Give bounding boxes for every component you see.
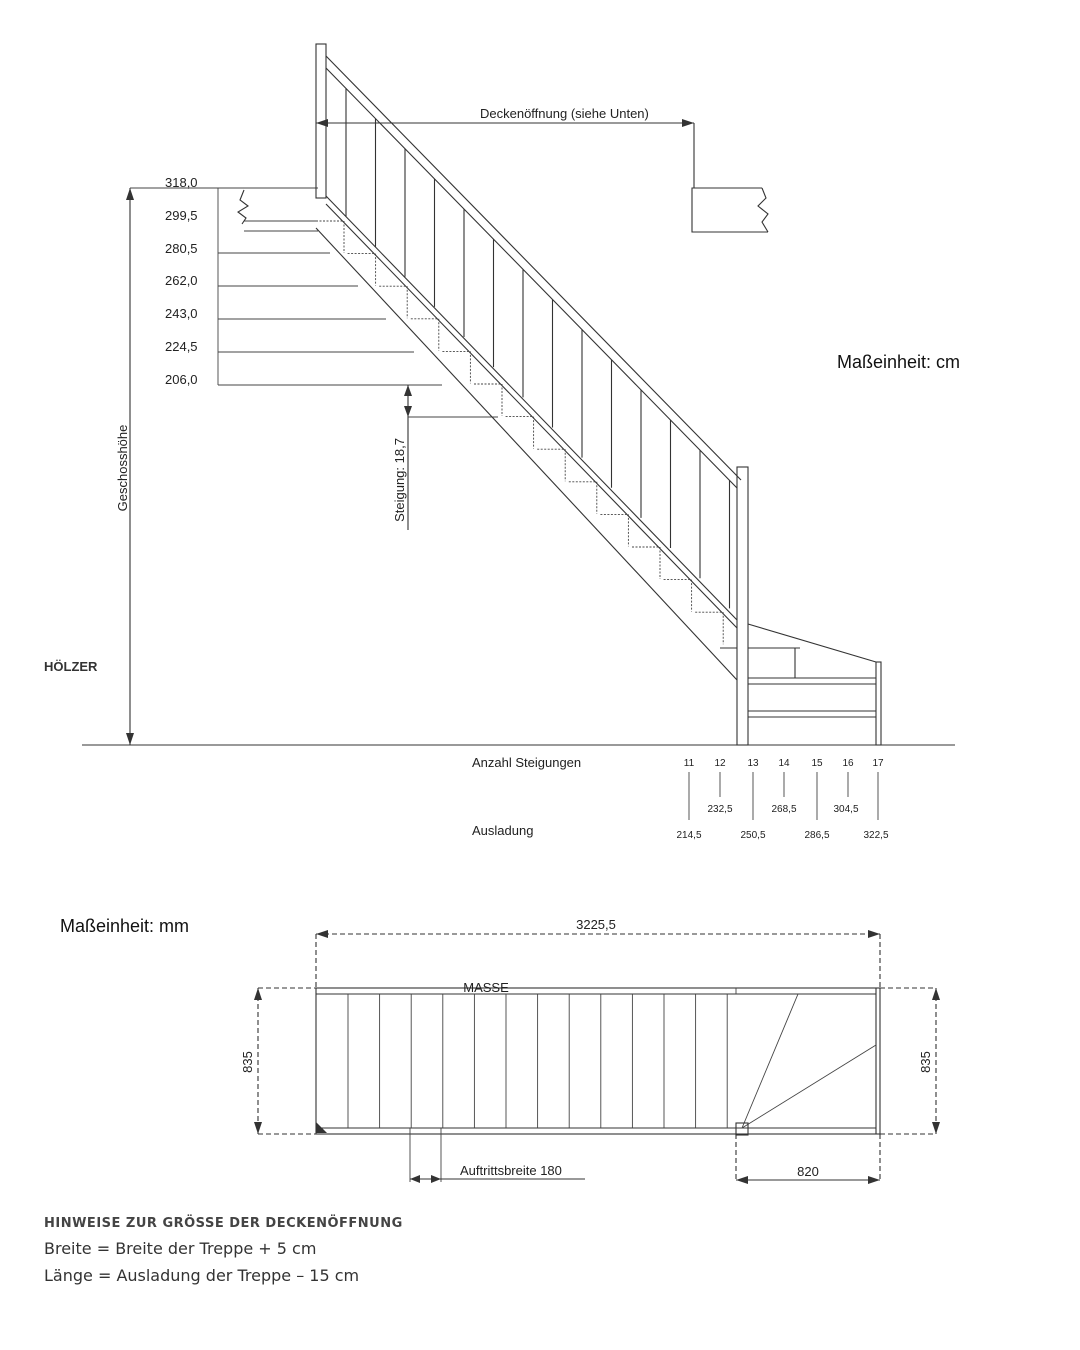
balusters [345,88,731,609]
end-post [875,661,882,746]
tread-profile [632,546,661,579]
tread-profile [410,318,440,351]
total-length-label: 3225,5 [576,917,616,932]
masse-label: MASSE [463,980,509,995]
break-symbol [757,187,769,233]
newel-post [735,1122,749,1136]
height-label: 280,5 [165,241,198,256]
height-label: 299,5 [165,208,198,223]
riser-count: 15 [811,758,823,769]
arrow-down-icon [126,733,134,745]
tread-profile [600,513,629,547]
arrow-up-icon [254,988,262,1000]
notes-width-rule: Breite = Breite der Treppe + 5 cm [44,1239,317,1258]
rise-label: Steigung: 18,7 [392,438,407,522]
riser-count: 12 [714,758,726,769]
arrow-left-icon [736,1176,748,1184]
riser-count: 14 [778,758,790,769]
notes-length-rule: Länge = Ausladung der Treppe – 15 cm [44,1266,360,1285]
arrow-left-icon [316,119,328,127]
tread-profile [379,285,408,319]
reach-value: 232,5 [707,804,732,815]
arrow-right-icon [868,930,880,938]
tread-profile [568,481,598,514]
bottom-newel-post [736,466,749,746]
reach-value: 286,5 [804,830,829,841]
height-label: 243,0 [165,306,198,321]
arrow-up-icon [404,385,412,396]
reach-value: 214,5 [676,830,701,841]
ceiling-slab [691,187,768,233]
handrail [325,55,742,481]
winder-line [741,1044,877,1129]
break-symbol [237,189,249,225]
reach-ticks [688,772,879,820]
winder-section [720,623,877,718]
notes: HINWEISE ZUR GRÖSSE DER DECKENÖFFNUNG Br… [44,1216,644,1285]
arrow-up-icon [932,988,940,1000]
landing-length-label: 820 [797,1164,819,1179]
side-unit-label: Maßeinheit: cm [837,352,960,372]
reach-values: 232,5 268,5 304,5 214,5 250,5 286,5 322,… [676,804,888,841]
tread-profile [347,253,377,286]
tread-profile [695,611,724,645]
reach-value: 250,5 [740,830,765,841]
stair-outline [315,987,881,1135]
treads [316,220,724,645]
arrow-left-icon [316,930,328,938]
stringer-bottom [315,227,738,681]
arrow-down-icon [404,406,412,417]
floor-height-label: Geschosshöhe [115,425,130,512]
reach-value: 268,5 [771,804,796,815]
width-left-label: 835 [240,1051,255,1073]
arrow-right-icon [682,119,694,127]
riser-count: 11 [684,758,695,769]
height-label: 262,0 [165,273,198,288]
risers-label: Anzahl Steigungen [472,755,581,770]
side-view: Geschosshöhe HÖLZER 318,0 299,5 280,5 26… [44,43,960,841]
woods-label: HÖLZER [44,659,98,674]
width-right-label: 835 [918,1051,933,1073]
stringer-inner [325,203,738,629]
reach-value: 322,5 [863,830,888,841]
arrow-down-icon [254,1122,262,1134]
height-label: 224,5 [165,339,198,354]
tread-profile [505,416,535,449]
tread-width-label: Auftrittsbreite 180 [460,1163,562,1178]
winder-line [747,623,877,663]
tread-profile [663,579,693,612]
reach-label: Ausladung [472,823,533,838]
height-label: 318,0 [165,175,198,190]
tread-profile [474,383,503,416]
arrow-left-icon [410,1175,420,1183]
plan-treads [347,988,737,1128]
tread-profile [442,350,471,384]
riser-count: 13 [747,758,759,769]
corner-marker [316,1122,327,1133]
riser-count: 16 [842,758,854,769]
riser-counts: 11 12 13 14 15 16 17 [684,758,884,769]
height-labels: 318,0 299,5 280,5 262,0 243,0 224,5 206,… [165,175,198,387]
winder-line [741,993,799,1129]
ceiling-opening-label: Deckenöffnung (siehe Unten) [480,106,649,121]
height-label: 206,0 [165,372,198,387]
riser-count: 17 [872,758,884,769]
tread-profile [316,220,345,253]
notes-title: HINWEISE ZUR GRÖSSE DER DECKENÖFFNUNG [44,1216,403,1231]
arrow-down-icon [932,1122,940,1134]
arrow-up-icon [126,188,134,200]
arrow-right-icon [868,1176,880,1184]
reach-value: 304,5 [833,804,858,815]
tread-profile [537,448,566,482]
plan-view: Maßeinheit: mm 3225,5 MASSE 835 [60,916,940,1184]
handrail-bottom [325,67,738,489]
plan-unit-label: Maßeinheit: mm [60,916,189,936]
stringer-top [325,195,738,621]
arrow-right-icon [431,1175,441,1183]
height-lines [130,187,442,386]
